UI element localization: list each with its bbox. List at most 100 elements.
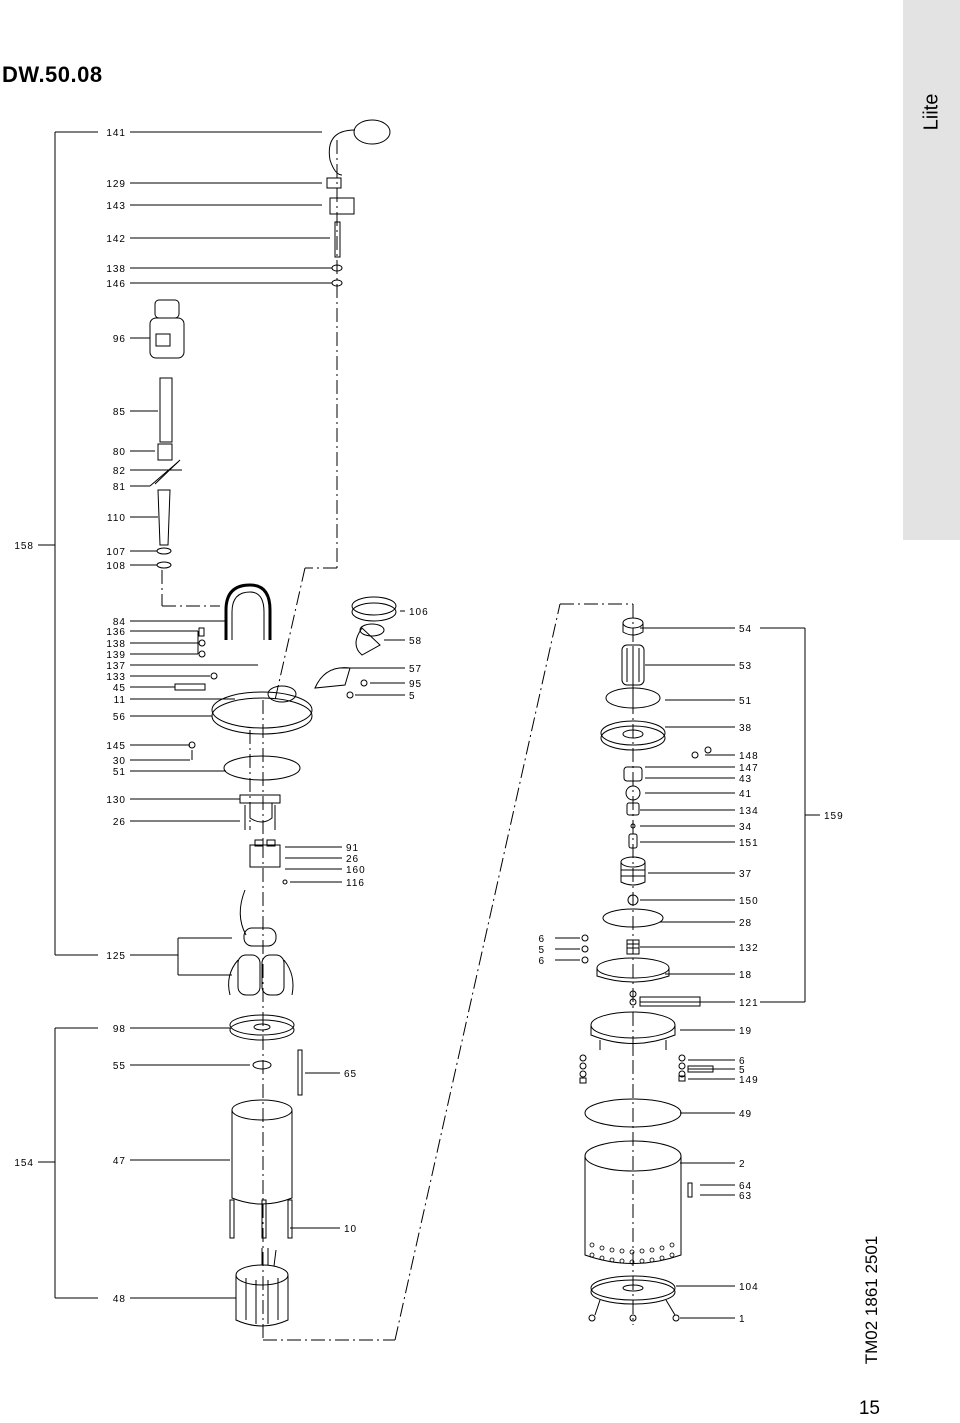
top-cover bbox=[211, 685, 313, 735]
rod-65 bbox=[297, 1049, 303, 1096]
callout-label: 147 bbox=[739, 763, 759, 774]
capacitor bbox=[228, 889, 294, 996]
callout-label: 104 bbox=[739, 1282, 759, 1293]
callout-label: 84 bbox=[113, 617, 126, 628]
callout-label: 10 bbox=[344, 1224, 357, 1235]
washer-5 bbox=[581, 945, 589, 953]
callout-label: 6 bbox=[538, 934, 545, 945]
motor-housing bbox=[229, 1099, 293, 1239]
cable-gland bbox=[329, 197, 355, 215]
callout-label: 80 bbox=[113, 447, 126, 458]
callout-label: 148 bbox=[739, 751, 759, 762]
callout-label: 110 bbox=[107, 513, 126, 524]
centerline-group bbox=[161, 140, 634, 1341]
float-switch bbox=[328, 119, 391, 176]
callout-label: 129 bbox=[106, 179, 126, 190]
callout-label: 134 bbox=[739, 806, 759, 817]
connector-80 bbox=[157, 443, 173, 461]
seal-ring-2 bbox=[331, 279, 343, 287]
washer-6b bbox=[581, 956, 589, 964]
plug bbox=[149, 299, 185, 359]
bearing-plate bbox=[229, 1014, 295, 1041]
callout-label: 160 bbox=[346, 865, 366, 876]
callout-label: 138 bbox=[106, 264, 126, 275]
screw-64 bbox=[687, 1182, 693, 1198]
side-tab: Liite bbox=[903, 0, 960, 540]
bracket-130 bbox=[239, 794, 281, 830]
spring-132 bbox=[626, 939, 640, 955]
group-label: 159 bbox=[824, 811, 844, 822]
sleeve-151 bbox=[628, 833, 638, 849]
callout-label: 63 bbox=[739, 1191, 752, 1202]
callout-label: 6 bbox=[538, 956, 545, 967]
callout-label: 98 bbox=[113, 1024, 126, 1035]
callout-label: 142 bbox=[106, 234, 126, 245]
callout-label: 149 bbox=[739, 1075, 759, 1086]
stator bbox=[235, 1248, 289, 1327]
shaft-seal-37 bbox=[620, 856, 646, 886]
screw-136 bbox=[198, 627, 205, 637]
pump-housing-19 bbox=[590, 1011, 676, 1056]
o-ring-51 bbox=[223, 755, 301, 781]
callout-label: 5 bbox=[538, 945, 545, 956]
discharge-port bbox=[314, 596, 397, 699]
callout-label: 96 bbox=[113, 334, 126, 345]
washer-138 bbox=[198, 639, 206, 647]
callout-label: 19 bbox=[739, 1026, 752, 1037]
callout-label: 138 bbox=[106, 639, 126, 650]
callout-label: 125 bbox=[106, 951, 126, 962]
seal-housing-38 bbox=[600, 720, 666, 751]
cable-sleeve bbox=[334, 221, 341, 258]
callout-label: 51 bbox=[113, 767, 126, 778]
callout-label: 133 bbox=[106, 672, 126, 683]
callout-label: 26 bbox=[113, 817, 126, 828]
bearing-43 bbox=[623, 766, 643, 782]
callout-label: 45 bbox=[113, 683, 126, 694]
washer-139 bbox=[198, 650, 206, 658]
callout-label: 108 bbox=[106, 561, 126, 572]
callout-label: 139 bbox=[106, 650, 126, 661]
callout-label: 34 bbox=[739, 822, 752, 833]
washer-108 bbox=[156, 561, 172, 569]
callout-label: 28 bbox=[739, 918, 752, 929]
left-leaders bbox=[38, 131, 332, 1299]
callout-label: 38 bbox=[739, 723, 752, 734]
callout-label: 132 bbox=[739, 943, 759, 954]
callout-label: 11 bbox=[114, 695, 126, 706]
callout-label: 49 bbox=[739, 1109, 752, 1120]
callout-label: 5 bbox=[739, 1065, 746, 1076]
plug-148 bbox=[691, 751, 699, 759]
screws-149 bbox=[579, 1054, 686, 1084]
callout-label: 64 bbox=[739, 1181, 752, 1192]
impeller-18 bbox=[596, 957, 670, 983]
terminal-block bbox=[249, 839, 288, 885]
right-leaders bbox=[555, 627, 820, 1319]
callout-label: 48 bbox=[113, 1294, 126, 1305]
seal-134 bbox=[626, 802, 640, 816]
callout-label: 58 bbox=[409, 636, 422, 647]
circlip-41 bbox=[625, 785, 641, 801]
callout-label: 18 bbox=[739, 970, 752, 981]
callout-label: 141 bbox=[106, 128, 126, 139]
callout-label: 116 bbox=[346, 878, 365, 889]
gasket-28 bbox=[602, 908, 664, 928]
strainer-2 bbox=[584, 1140, 682, 1265]
page-number: 15 bbox=[858, 1398, 880, 1419]
center-leaders bbox=[174, 610, 405, 1229]
pin-82 bbox=[154, 459, 181, 485]
callout-label: 30 bbox=[113, 756, 126, 767]
callout-label: 85 bbox=[113, 407, 126, 418]
callout-label: 55 bbox=[113, 1061, 126, 1072]
callout-label: 137 bbox=[106, 661, 126, 672]
nut-133 bbox=[210, 672, 218, 680]
callout-label: 57 bbox=[409, 664, 422, 675]
callout-label: 6 bbox=[739, 1056, 746, 1067]
group-label: 158 bbox=[14, 541, 34, 552]
callout-label: 95 bbox=[409, 679, 422, 690]
callout-labels: 141 129 143 142 138 146 96 85 80 82 81 1… bbox=[14, 128, 844, 1325]
callout-label: 81 bbox=[113, 482, 126, 493]
callout-label: 56 bbox=[113, 712, 126, 723]
bearing-54 bbox=[622, 617, 644, 636]
seal-ring bbox=[331, 264, 343, 272]
